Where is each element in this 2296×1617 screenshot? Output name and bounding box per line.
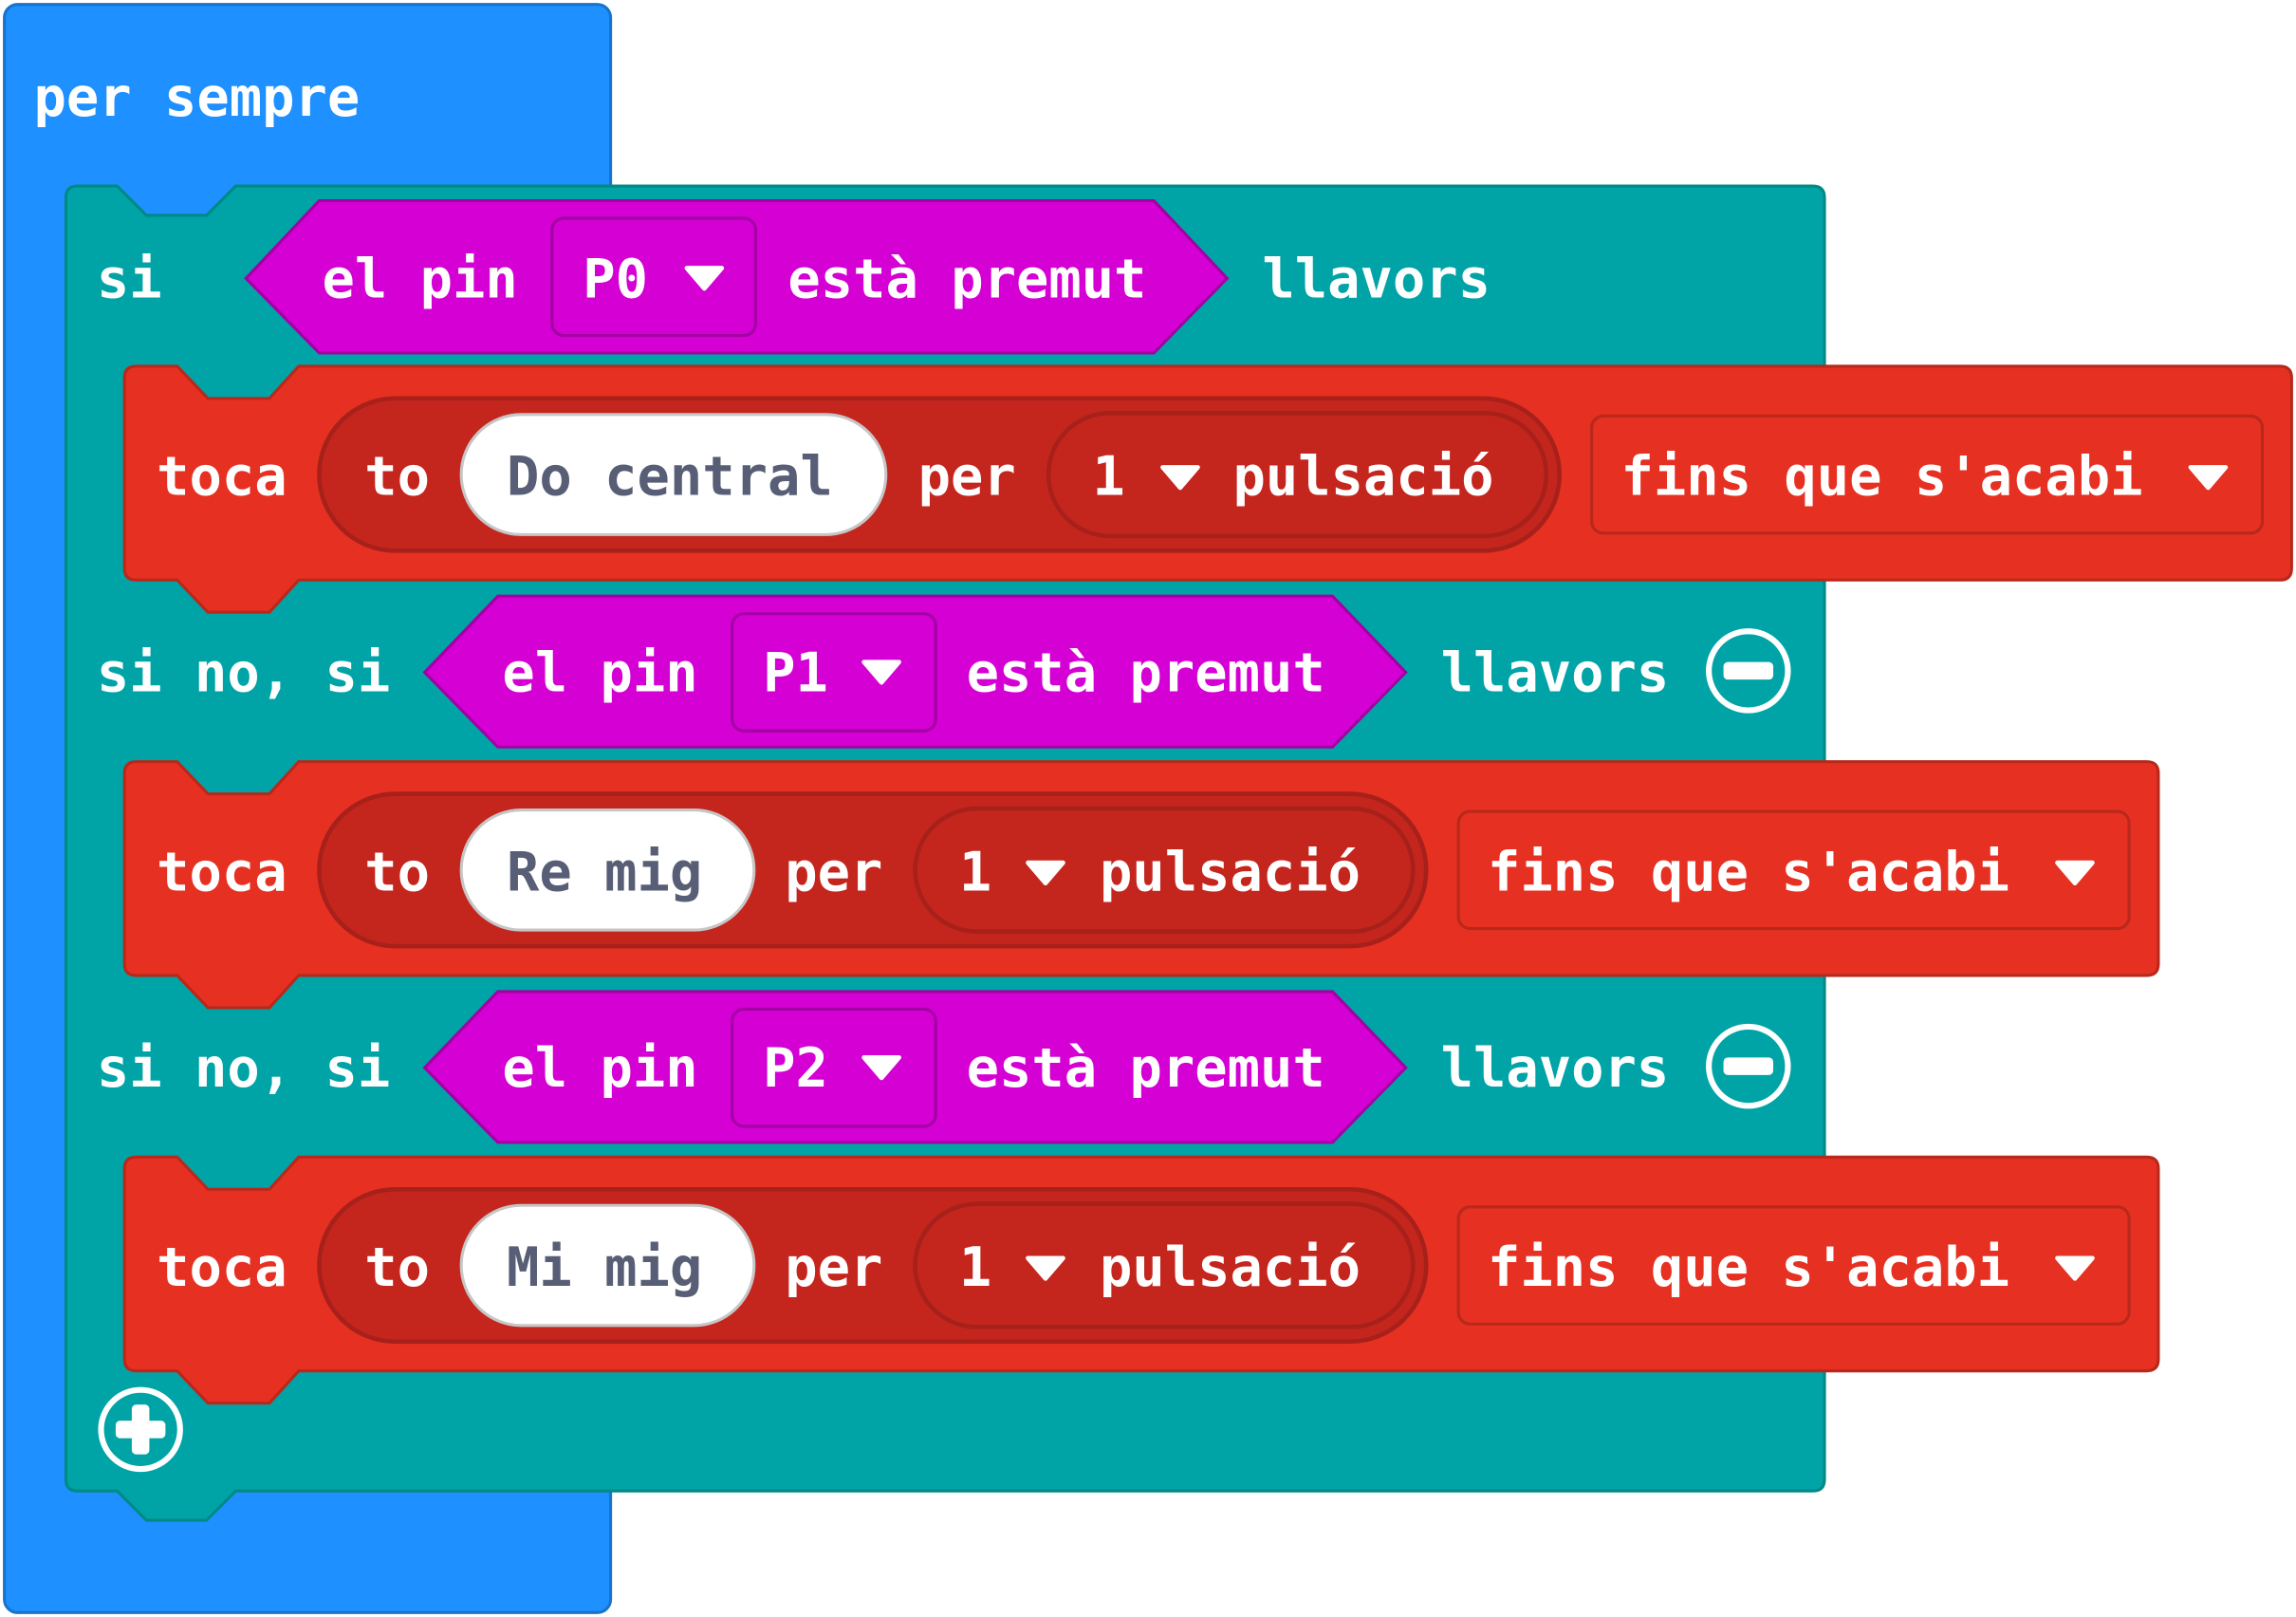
chevron-down-icon — [861, 1055, 901, 1081]
play-mode-dropdown[interactable]: fins que s'acabi — [1456, 1205, 2131, 1326]
pin-value: P0 — [583, 248, 648, 310]
play-verb: toca — [157, 446, 287, 509]
chevron-down-icon — [1026, 860, 1065, 886]
chevron-down-icon — [2055, 1255, 2095, 1281]
beats-value: 1 — [959, 841, 991, 903]
chevron-down-icon — [1026, 1255, 1065, 1281]
play-tone-block-2[interactable]: toca to Re mig per 1 pulsació fins que s… — [122, 760, 2160, 1010]
play-mode-value: fins que s'acabi — [1488, 1236, 2009, 1299]
to-label: to — [364, 446, 430, 509]
minus-circle-icon[interactable] — [1706, 1023, 1791, 1109]
note-value: Mi mig — [507, 1236, 702, 1299]
pin-dropdown[interactable]: P1 — [731, 612, 937, 733]
play-tone-block-1[interactable]: toca to Do central per 1 pulsació fins q… — [122, 364, 2293, 614]
note-input[interactable]: Mi mig — [459, 1203, 756, 1328]
pin-value: P1 — [763, 642, 828, 705]
plus-circle-icon[interactable] — [98, 1386, 183, 1473]
play-verb: toca — [157, 841, 287, 903]
beats-value: 1 — [1092, 446, 1124, 509]
condition-suffix: està premut — [967, 1037, 1325, 1100]
condition-prefix: el pin — [502, 1037, 697, 1100]
note-input[interactable]: Re mig — [459, 808, 756, 932]
condition-suffix: està premut — [787, 248, 1146, 310]
else-if-row-2: si no, si el pin P1 està premut llavors — [97, 594, 1791, 749]
play-tone-block-3[interactable]: toca to Mi mig per 1 pulsació fins que s… — [122, 1155, 2160, 1405]
beats-unit: pulsació — [1100, 1236, 1361, 1299]
pin-dropdown[interactable]: P0 — [550, 216, 757, 338]
beats-dropdown[interactable]: 1 pulsació — [1046, 410, 1549, 539]
chevron-down-icon — [2055, 860, 2095, 886]
play-mode-value: fins que s'acabi — [1621, 446, 2143, 509]
pin-pressed-condition[interactable]: el pin P1 està premut — [422, 594, 1408, 749]
beats-unit: pulsació — [1233, 446, 1494, 509]
forever-label: per sempre — [33, 66, 360, 129]
chevron-down-icon — [1160, 465, 1200, 491]
pin-value: P2 — [763, 1037, 828, 1100]
then-label: llavors — [1441, 642, 1670, 705]
note-input[interactable]: Do central — [459, 413, 888, 536]
condition-prefix: el pin — [502, 642, 697, 705]
beats-unit: pulsació — [1100, 841, 1361, 903]
beats-dropdown[interactable]: 1 pulsació — [913, 806, 1416, 934]
else-if-keyword: si no, si — [97, 1037, 390, 1100]
beats-value: 1 — [959, 1236, 991, 1299]
per-label: per — [785, 841, 882, 903]
else-if-row-3: si no, si el pin P2 està premut llavors — [97, 990, 1791, 1144]
then-label: llavors — [1262, 248, 1491, 310]
beats-dropdown[interactable]: 1 pulsació — [913, 1201, 1416, 1329]
pin-pressed-condition[interactable]: el pin P2 està premut — [422, 990, 1408, 1144]
minus-circle-icon[interactable] — [1706, 628, 1791, 714]
pin-dropdown[interactable]: P2 — [731, 1007, 937, 1128]
note-value: Do central — [507, 446, 833, 509]
play-mode-value: fins que s'acabi — [1488, 841, 2009, 903]
per-label: per — [785, 1236, 882, 1299]
to-label: to — [364, 841, 430, 903]
condition-suffix: està premut — [967, 642, 1325, 705]
if-row-1: si el pin P0 està premut llavors — [97, 198, 1491, 355]
if-keyword: si — [97, 248, 162, 310]
chevron-down-icon — [861, 660, 901, 685]
condition-prefix: el pin — [323, 248, 518, 310]
pin-pressed-condition[interactable]: el pin P0 està premut — [244, 198, 1230, 355]
per-label: per — [918, 446, 1016, 509]
play-mode-dropdown[interactable]: fins que s'acabi — [1456, 809, 2131, 931]
play-verb: toca — [157, 1236, 287, 1299]
note-value: Re mig — [507, 841, 702, 903]
to-label: to — [364, 1236, 430, 1299]
play-mode-dropdown[interactable]: fins que s'acabi — [1590, 414, 2265, 535]
chevron-down-icon — [2188, 465, 2229, 491]
chevron-down-icon — [684, 266, 725, 291]
then-label: llavors — [1441, 1037, 1670, 1100]
else-if-keyword: si no, si — [97, 642, 390, 705]
